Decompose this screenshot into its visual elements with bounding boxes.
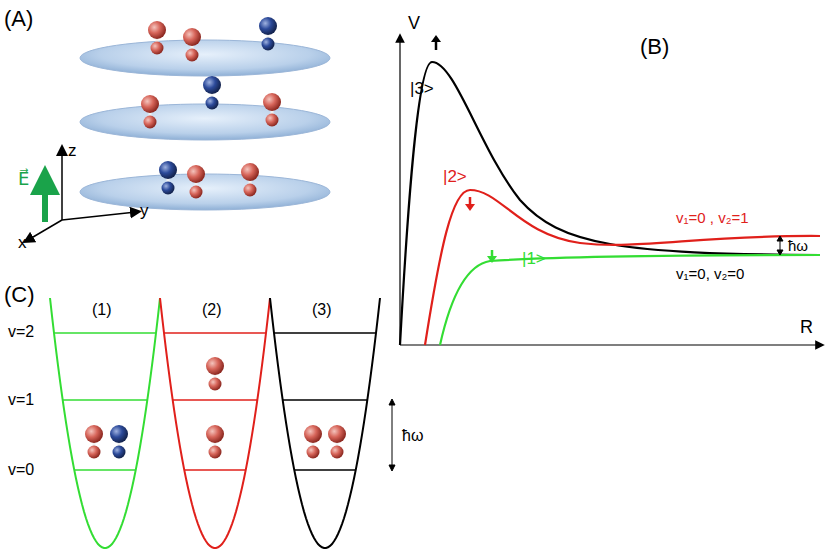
molecule (241, 163, 259, 197)
panel-label: (A) (4, 8, 33, 30)
molecule (328, 425, 346, 459)
potential-well (50, 298, 160, 548)
molecules (85, 17, 346, 459)
state-label: |1> (522, 250, 546, 267)
asymptote-label: v₁=0, v₂=0 (676, 266, 744, 281)
panel-label: (C) (4, 284, 35, 306)
harmonic-wells (50, 298, 380, 548)
molecule (148, 21, 166, 55)
molecule (206, 425, 224, 459)
energy-level (54, 332, 156, 334)
molecule (206, 357, 224, 391)
state-label: |3> (410, 80, 434, 97)
well-label: (3) (312, 302, 332, 318)
molecule (259, 17, 277, 51)
axis-label: R (800, 318, 813, 336)
energy-gap-label: ħω (788, 238, 808, 253)
energy-level (63, 399, 148, 401)
molecule (187, 165, 205, 199)
state-label: |2> (443, 168, 467, 185)
potential-well (270, 298, 380, 548)
field-label: E⃗ (18, 170, 29, 188)
molecule (203, 76, 221, 110)
molecule (85, 425, 103, 459)
well-label: (2) (202, 302, 222, 318)
plot-axes (400, 38, 820, 345)
molecule (304, 425, 322, 459)
potential-curve (440, 255, 820, 345)
energy-gap-label: ħω (402, 428, 423, 444)
level-label: v=0 (8, 462, 34, 478)
lattice-layer (80, 174, 330, 210)
lattice-layer (80, 104, 330, 140)
energy-level (184, 469, 245, 471)
energy-level (294, 469, 355, 471)
axis-label: x (18, 234, 27, 251)
level-label: v=1 (8, 392, 34, 408)
level-label: v=2 (8, 324, 34, 340)
direction-arrows (431, 35, 497, 263)
molecule (159, 161, 177, 195)
axis-label: z (68, 142, 77, 159)
asymptote-label: v₁=0 , v₂=1 (676, 210, 749, 225)
molecule (141, 95, 159, 129)
lattice-layer (80, 40, 330, 76)
energy-level (164, 332, 266, 334)
axis-label: V (408, 14, 420, 32)
panel-label: (B) (640, 36, 669, 58)
potential-curve (400, 62, 820, 345)
energy-level (74, 469, 135, 471)
well-label: (1) (92, 302, 112, 318)
energy-level (274, 332, 376, 334)
molecule (263, 93, 281, 127)
molecule (110, 425, 128, 459)
coordinate-axes (28, 150, 136, 240)
energy-level (173, 399, 258, 401)
potential-well (160, 298, 270, 548)
gap-arrow (389, 399, 395, 471)
axis-label: y (140, 202, 149, 219)
gap-arrow (777, 236, 783, 255)
field-arrow (42, 180, 48, 222)
molecule (183, 28, 201, 62)
energy-level (283, 399, 368, 401)
potential-curve (425, 190, 820, 345)
